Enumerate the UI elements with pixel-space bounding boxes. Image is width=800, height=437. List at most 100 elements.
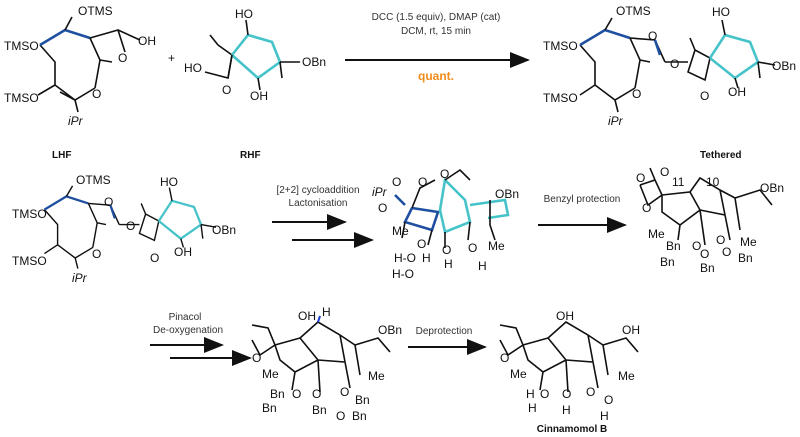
atom-label: TMSO bbox=[4, 91, 39, 105]
benzylated-structure bbox=[639, 167, 773, 246]
atom-label: O bbox=[252, 351, 261, 365]
compound-label-lhf: LHF bbox=[52, 150, 71, 161]
atom-label: H bbox=[478, 259, 487, 273]
atom-label: Bn bbox=[352, 409, 367, 423]
atom-label: TMSO bbox=[12, 254, 47, 268]
atom-label: H bbox=[444, 257, 453, 271]
atom-label: OBn bbox=[772, 59, 796, 73]
atom-label: OH bbox=[556, 309, 574, 323]
atom-label: O bbox=[340, 385, 349, 399]
atom-label: OBn bbox=[212, 223, 236, 237]
atom-label: O bbox=[392, 175, 401, 189]
atom-label: O bbox=[604, 393, 613, 407]
atom-label: O bbox=[468, 241, 477, 255]
atom-label: Me bbox=[368, 369, 385, 383]
atom-label: OH bbox=[728, 85, 746, 99]
atom-label: O bbox=[540, 387, 549, 401]
atom-label: TMSO bbox=[4, 39, 39, 53]
step5-conditions-line1: Deprotection bbox=[416, 326, 473, 337]
cycloadduct-structure bbox=[394, 168, 510, 248]
atom-label: O bbox=[442, 243, 451, 257]
step4-conditions-line1: Pinacol bbox=[169, 312, 202, 323]
plus-sign: + bbox=[168, 51, 175, 65]
deoxygenated-structure bbox=[251, 315, 391, 393]
step1-conditions-line2: DCM, rt, 15 min bbox=[401, 26, 471, 37]
step2-conditions-line2: Lactonisation bbox=[289, 198, 348, 209]
atom-label: Bn bbox=[262, 401, 277, 415]
atom-label: iPr bbox=[372, 185, 388, 199]
atom-label: O bbox=[417, 237, 426, 251]
atom-label: H bbox=[528, 401, 537, 415]
atom-label: iPr bbox=[68, 114, 84, 128]
atom-label: H bbox=[600, 409, 609, 423]
atom-label: Bn bbox=[660, 255, 675, 269]
cinnamomol-b-structure bbox=[499, 321, 639, 393]
atom-label: O bbox=[118, 51, 127, 65]
atom-label: iPr bbox=[608, 114, 624, 128]
atom-label: Bn bbox=[355, 393, 370, 407]
compound-label-cinnamomol-b: Cinnamomol B bbox=[537, 424, 608, 435]
atom-label: O bbox=[378, 201, 387, 215]
atom-label: O bbox=[642, 201, 651, 215]
atom-label: HO bbox=[712, 5, 730, 19]
atom-label: O bbox=[648, 29, 657, 43]
rhf-structure bbox=[204, 19, 300, 91]
atom-label: H bbox=[322, 305, 331, 319]
step1-yield: quant. bbox=[418, 69, 454, 83]
atom-label: OBn bbox=[495, 187, 519, 201]
atom-label: Bn bbox=[312, 403, 327, 417]
atom-label: OH bbox=[298, 309, 316, 323]
atom-label: TMSO bbox=[12, 207, 47, 221]
atom-label: O bbox=[418, 175, 427, 189]
atom-label: H-O bbox=[392, 267, 414, 281]
atom-label: OH bbox=[138, 34, 156, 48]
atom-label: OTMS bbox=[78, 4, 113, 18]
atom-label: Me bbox=[740, 235, 757, 249]
atom-label: O bbox=[292, 387, 301, 401]
atom-label: Me bbox=[488, 239, 505, 253]
atom-label: Bn bbox=[666, 239, 681, 253]
atom-label: O bbox=[562, 387, 571, 401]
step1-conditions-line1: DCC (1.5 equiv), DMAP (cat) bbox=[372, 12, 501, 23]
atom-label: OH bbox=[174, 245, 192, 259]
atom-label: H bbox=[526, 387, 535, 401]
atom-label: 11 bbox=[672, 175, 685, 189]
atom-label: HO bbox=[184, 61, 202, 75]
atom-label: O bbox=[716, 233, 725, 247]
atom-label: Me bbox=[392, 224, 409, 238]
atom-label: TMSO bbox=[543, 91, 578, 105]
atom-label: OBn bbox=[378, 323, 402, 337]
atom-label: Me bbox=[618, 369, 635, 383]
step3-conditions-line1: Benzyl protection bbox=[544, 194, 621, 205]
atom-label: OTMS bbox=[616, 4, 651, 18]
step4-conditions-line2: De-oxygenation bbox=[153, 325, 223, 336]
atom-label: OTMS bbox=[76, 173, 111, 187]
atom-label: O bbox=[586, 385, 595, 399]
tethered-copy-structure bbox=[43, 185, 217, 269]
atom-label: 10 bbox=[706, 175, 720, 189]
atom-label: H-O bbox=[394, 251, 416, 265]
atom-label: Me bbox=[648, 227, 665, 241]
atom-label: O bbox=[632, 87, 641, 101]
atom-label: O bbox=[336, 409, 345, 423]
tethered-structure bbox=[579, 17, 776, 113]
atom-label: O bbox=[660, 165, 669, 179]
lhf-structure bbox=[37, 16, 141, 113]
atom-label: Me bbox=[510, 367, 527, 381]
atom-label: O bbox=[222, 83, 231, 97]
atom-label: Me bbox=[262, 367, 279, 381]
atom-label: OBn bbox=[302, 55, 326, 69]
atom-label: H bbox=[422, 251, 431, 265]
compound-label-rhf: RHF bbox=[240, 150, 261, 161]
atom-label: OH bbox=[622, 323, 640, 337]
atom-label: O bbox=[722, 245, 731, 259]
atom-label: Bn bbox=[700, 261, 715, 275]
atom-label: OBn bbox=[760, 181, 784, 195]
